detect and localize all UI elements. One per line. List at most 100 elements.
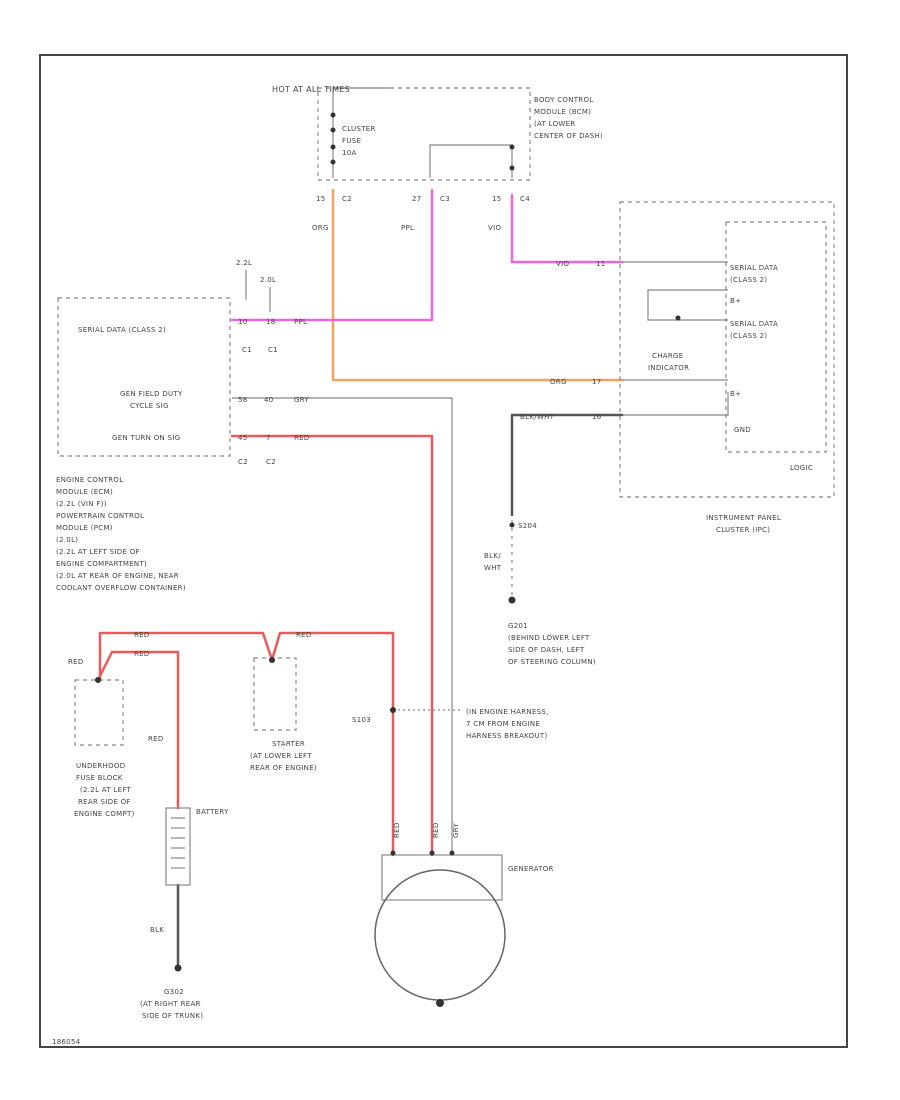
svg-text:RED: RED (296, 631, 312, 639)
g201-label: G201 (508, 622, 528, 630)
svg-text:58: 58 (238, 396, 248, 404)
ipc-logic-box (725, 221, 827, 453)
svg-text:11: 11 (596, 260, 606, 268)
svg-text:MODULE (BCM): MODULE (BCM) (534, 108, 591, 116)
svg-text:45: 45 (238, 434, 248, 442)
red-top-wire (98, 631, 395, 857)
svg-text:MODULE (PCM): MODULE (PCM) (56, 524, 113, 532)
svg-text:GRY: GRY (294, 396, 309, 404)
svg-text:(CLASS 2): (CLASS 2) (730, 276, 767, 284)
cluster-fuse-label: CLUSTER (342, 125, 376, 133)
labels: HOT AT ALL TIMES CLUSTER FUSE 10A BODY C… (52, 85, 813, 1046)
org-wire (331, 188, 624, 382)
svg-text:10A: 10A (342, 149, 357, 157)
svg-text:16: 16 (592, 413, 602, 421)
svg-text:MODULE (ECM): MODULE (ECM) (56, 488, 113, 496)
ecm-description: ENGINE CONTROL (56, 476, 123, 484)
svg-text:REAR SIDE OF: REAR SIDE OF (78, 798, 131, 806)
gen-turn-on-label: GEN TURN ON SIG (112, 434, 180, 442)
svg-text:POWERTRAIN CONTROL: POWERTRAIN CONTROL (56, 512, 144, 520)
gen-field-label: GEN FIELD DUTY (120, 390, 183, 398)
svg-text:CYCLE SIG: CYCLE SIG (130, 402, 169, 410)
ipc-serial-b: SERIAL DATA (730, 320, 778, 328)
wires (96, 87, 729, 970)
fuse-block-label: UNDERHOOD (76, 762, 125, 770)
svg-text:FUSE: FUSE (342, 137, 361, 145)
svg-text:B+: B+ (730, 297, 741, 305)
ecm-pin-leaders (245, 270, 271, 312)
svg-text:10: 10 (238, 318, 248, 326)
svg-text:(BEHIND LOWER LEFT: (BEHIND LOWER LEFT (508, 634, 590, 642)
ecm-20-label: 2.0L (260, 276, 276, 284)
vio-ipc-label: VIO (556, 260, 569, 268)
red-fuse-wire (96, 650, 180, 810)
svg-text:RED: RED (68, 658, 84, 666)
svg-text:BLK/WHT: BLK/WHT (520, 413, 555, 421)
svg-text:ENGINE COMPT): ENGINE COMPT) (74, 810, 135, 818)
ipc-serial-a: SERIAL DATA (730, 264, 778, 272)
svg-text:RED: RED (294, 434, 310, 442)
ecm-22-label: 2.2L (236, 259, 252, 267)
svg-text:C2: C2 (238, 458, 248, 466)
svg-text:(2.2L (VIN F)): (2.2L (VIN F)) (56, 500, 107, 508)
ppl-top-label: PPL (401, 224, 414, 232)
fuse-block-box (74, 679, 124, 746)
svg-text:HARNESS BREAKOUT): HARNESS BREAKOUT) (466, 732, 548, 740)
splice-dots (95, 112, 681, 1007)
svg-text:BLK: BLK (150, 926, 164, 934)
svg-text:C2: C2 (266, 458, 276, 466)
svg-text:B+: B+ (730, 390, 741, 398)
svg-text:7 CM FROM ENGINE: 7 CM FROM ENGINE (466, 720, 540, 728)
svg-text:C4: C4 (520, 195, 530, 203)
svg-text:C2: C2 (342, 195, 352, 203)
generator-symbol (374, 869, 506, 1001)
svg-text:RED: RED (134, 650, 150, 658)
vio-top-label: VIO (488, 224, 501, 232)
svg-text:(2.0L): (2.0L) (56, 536, 78, 544)
svg-text:COOLANT OVERFLOW CONTAINER): COOLANT OVERFLOW CONTAINER) (56, 584, 186, 592)
svg-text:GRY: GRY (452, 823, 460, 838)
pin-c4: 15 (492, 195, 502, 203)
svg-text:WHT: WHT (484, 564, 502, 572)
svg-text:C1: C1 (268, 346, 278, 354)
svg-text:RED: RED (393, 822, 401, 838)
svg-text:SIDE OF DASH, LEFT: SIDE OF DASH, LEFT (508, 646, 585, 654)
svg-text:(2.0L AT REAR OF ENGINE, NEAR: (2.0L AT REAR OF ENGINE, NEAR (56, 572, 179, 580)
generator-connector (381, 854, 503, 901)
svg-text:ORG: ORG (550, 378, 567, 386)
svg-text:17: 17 (592, 378, 602, 386)
ipc-box (619, 201, 835, 498)
svg-text:PPL: PPL (294, 318, 307, 326)
svg-text:(2.2L AT LEFT SIDE OF: (2.2L AT LEFT SIDE OF (56, 548, 140, 556)
bcm-box (317, 87, 531, 181)
svg-text:C1: C1 (242, 346, 252, 354)
battery-symbol (165, 807, 191, 886)
ppl-wire (230, 188, 434, 322)
svg-text:INDICATOR: INDICATOR (648, 364, 689, 372)
svg-text:7: 7 (266, 434, 271, 442)
svg-text:18: 18 (266, 318, 276, 326)
svg-text:RED: RED (148, 735, 164, 743)
svg-text:SIDE OF TRUNK): SIDE OF TRUNK) (142, 1012, 203, 1020)
gry-wire (232, 397, 453, 855)
red-turn-on-wire (230, 434, 434, 857)
svg-text:(CLASS 2): (CLASS 2) (730, 332, 767, 340)
svg-text:CENTER OF DASH): CENTER OF DASH) (534, 132, 603, 140)
pin-c3: 27 (412, 195, 422, 203)
blk-wht-wire (510, 413, 624, 517)
charge-indicator-label: CHARGE (652, 352, 683, 360)
ipc-bplus-wire (622, 392, 729, 416)
svg-text:(AT RIGHT REAR: (AT RIGHT REAR (140, 1000, 201, 1008)
ipc-logic-label: LOGIC (790, 464, 813, 472)
s204-label: S204 (518, 522, 537, 530)
battery-label: BATTERY (196, 808, 229, 816)
svg-text:(2.2L AT LEFT: (2.2L AT LEFT (80, 786, 132, 794)
s103-description: (IN ENGINE HARNESS, (466, 708, 549, 716)
svg-text:40: 40 (264, 396, 274, 404)
svg-text:REAR OF ENGINE): REAR OF ENGINE) (250, 764, 317, 772)
ipc-description: INSTRUMENT PANEL (706, 514, 781, 522)
svg-text:ENGINE COMPARTMENT): ENGINE COMPARTMENT) (56, 560, 147, 568)
svg-text:RED: RED (134, 631, 150, 639)
svg-text:GND: GND (734, 426, 751, 434)
pin-c2: 15 (316, 195, 326, 203)
